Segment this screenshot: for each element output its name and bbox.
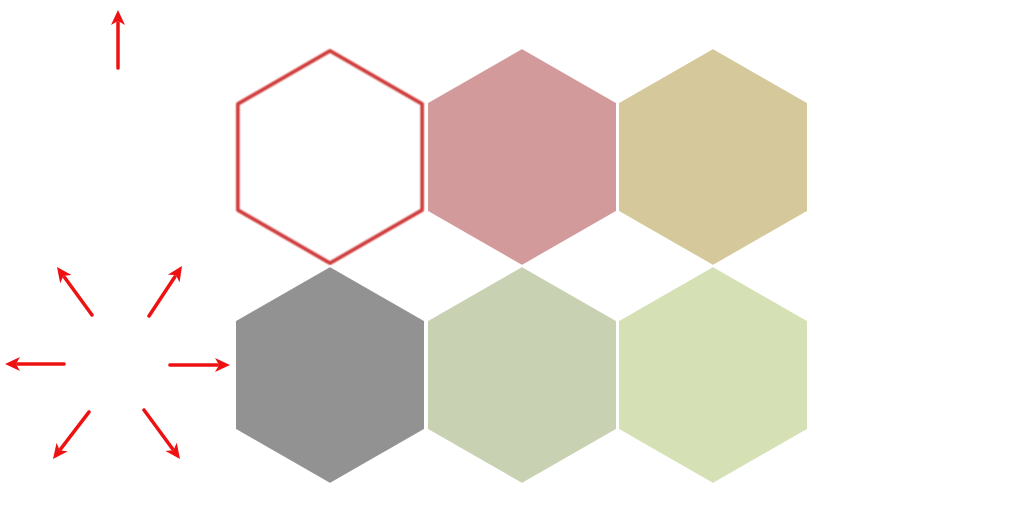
move-up-left-arrow[interactable] [57, 267, 94, 317]
hex-tile-r0-c2[interactable] [617, 47, 809, 267]
hex-tile-r1-c2[interactable] [617, 265, 809, 485]
arrow-head [5, 357, 20, 371]
hex-tile-fill [617, 47, 809, 267]
arrow-head [165, 442, 180, 459]
hex-tile-fill [236, 49, 424, 265]
arrow-shaft [147, 275, 177, 318]
arrow-head [53, 442, 68, 459]
arrow-head [215, 358, 230, 372]
direction-controls [5, 10, 230, 459]
hex-tile-r0-c1[interactable] [426, 47, 618, 267]
move-down-left-arrow[interactable] [53, 410, 91, 459]
hex-tile-fill [617, 265, 809, 485]
move-up-right-arrow[interactable] [147, 266, 182, 318]
hex-tile-fill [234, 265, 426, 485]
move-right-arrow[interactable] [168, 358, 230, 372]
hex-tile-r1-c1[interactable] [426, 265, 618, 485]
hex-tiles [234, 47, 809, 485]
move-left-arrow[interactable] [5, 357, 66, 371]
arrow-shaft [62, 275, 94, 317]
move-down-right-arrow[interactable] [142, 408, 180, 459]
arrow-head [57, 267, 72, 284]
hex-tile-fill [426, 265, 618, 485]
arrow-head [111, 10, 125, 25]
arrow-shaft [59, 410, 91, 451]
hex-tile-r1-c0[interactable] [234, 265, 426, 485]
arrow-shaft [142, 408, 175, 451]
arrow-head [167, 266, 182, 283]
hex-tile-r0-c0[interactable] [236, 49, 424, 265]
move-up-arrow[interactable] [111, 10, 125, 70]
hex-tile-fill [426, 47, 618, 267]
